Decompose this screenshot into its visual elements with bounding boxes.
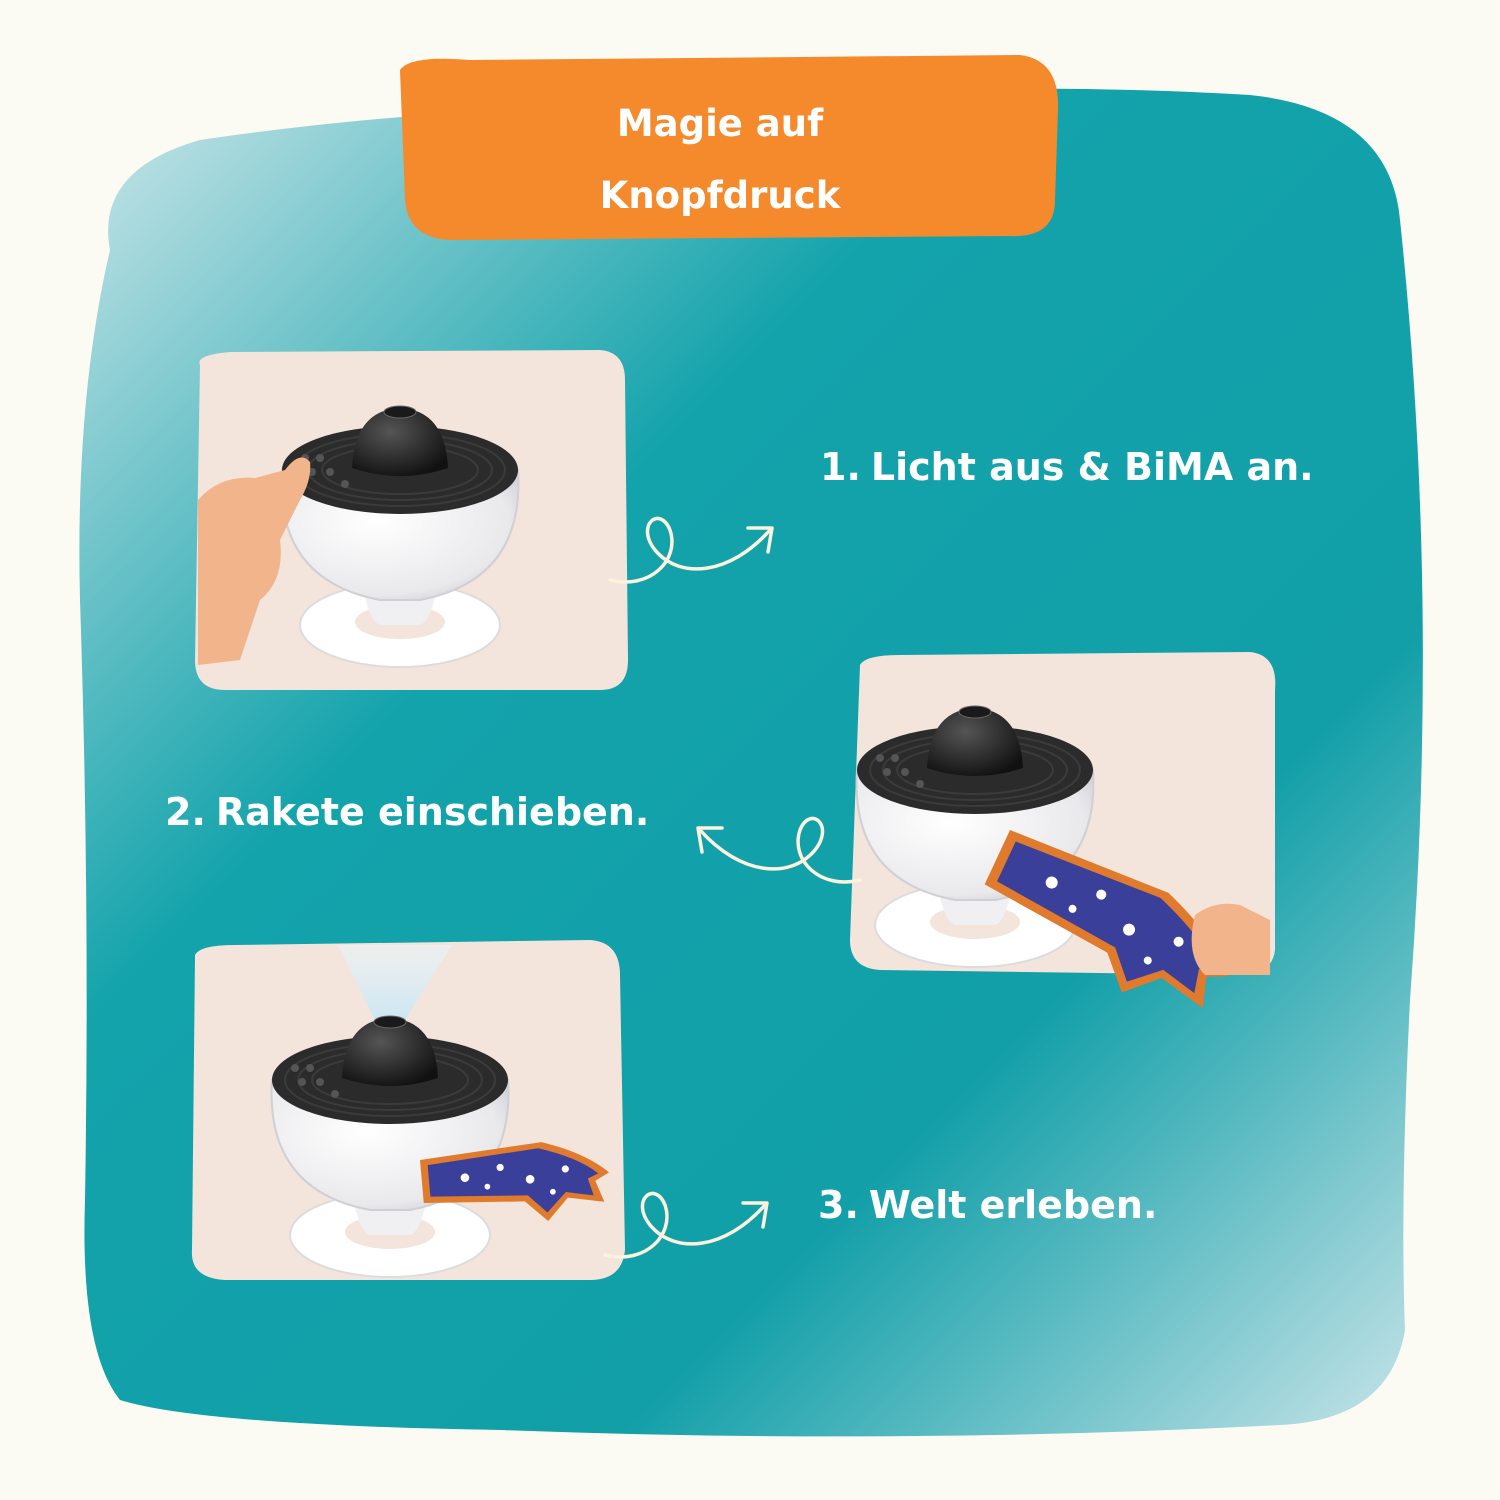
step-3-image-card	[191, 940, 625, 1280]
step-1-image-card	[195, 350, 628, 690]
projector-device	[270, 1015, 510, 1278]
title-line-2: Knopfdruck	[599, 174, 841, 217]
projector-device	[280, 405, 520, 668]
projector-device	[855, 705, 1095, 968]
step-2-image-card	[850, 652, 1276, 1031]
hand-icon	[1191, 903, 1270, 975]
step-2-text: Rakete einschieben.	[215, 790, 650, 834]
light-beam	[338, 945, 452, 1020]
step-1-number: 1.	[820, 445, 861, 489]
step-3-caption: 3.Welt erleben.	[818, 1183, 1157, 1227]
step-3-text: Welt erleben.	[868, 1183, 1158, 1227]
step-2-number: 2.	[165, 790, 206, 834]
step-2-caption: 2.Rakete einschieben.	[165, 790, 649, 834]
title-line-1: Magie auf	[616, 102, 824, 145]
hand-icon	[198, 457, 311, 665]
page-title: Magie auf Knopfdruck	[400, 88, 1040, 232]
step-1-text: Licht aus & BiMA an.	[870, 445, 1314, 489]
step-1-caption: 1.Licht aus & BiMA an.	[820, 445, 1314, 489]
step-3-number: 3.	[818, 1183, 859, 1227]
title-banner	[400, 55, 1059, 240]
